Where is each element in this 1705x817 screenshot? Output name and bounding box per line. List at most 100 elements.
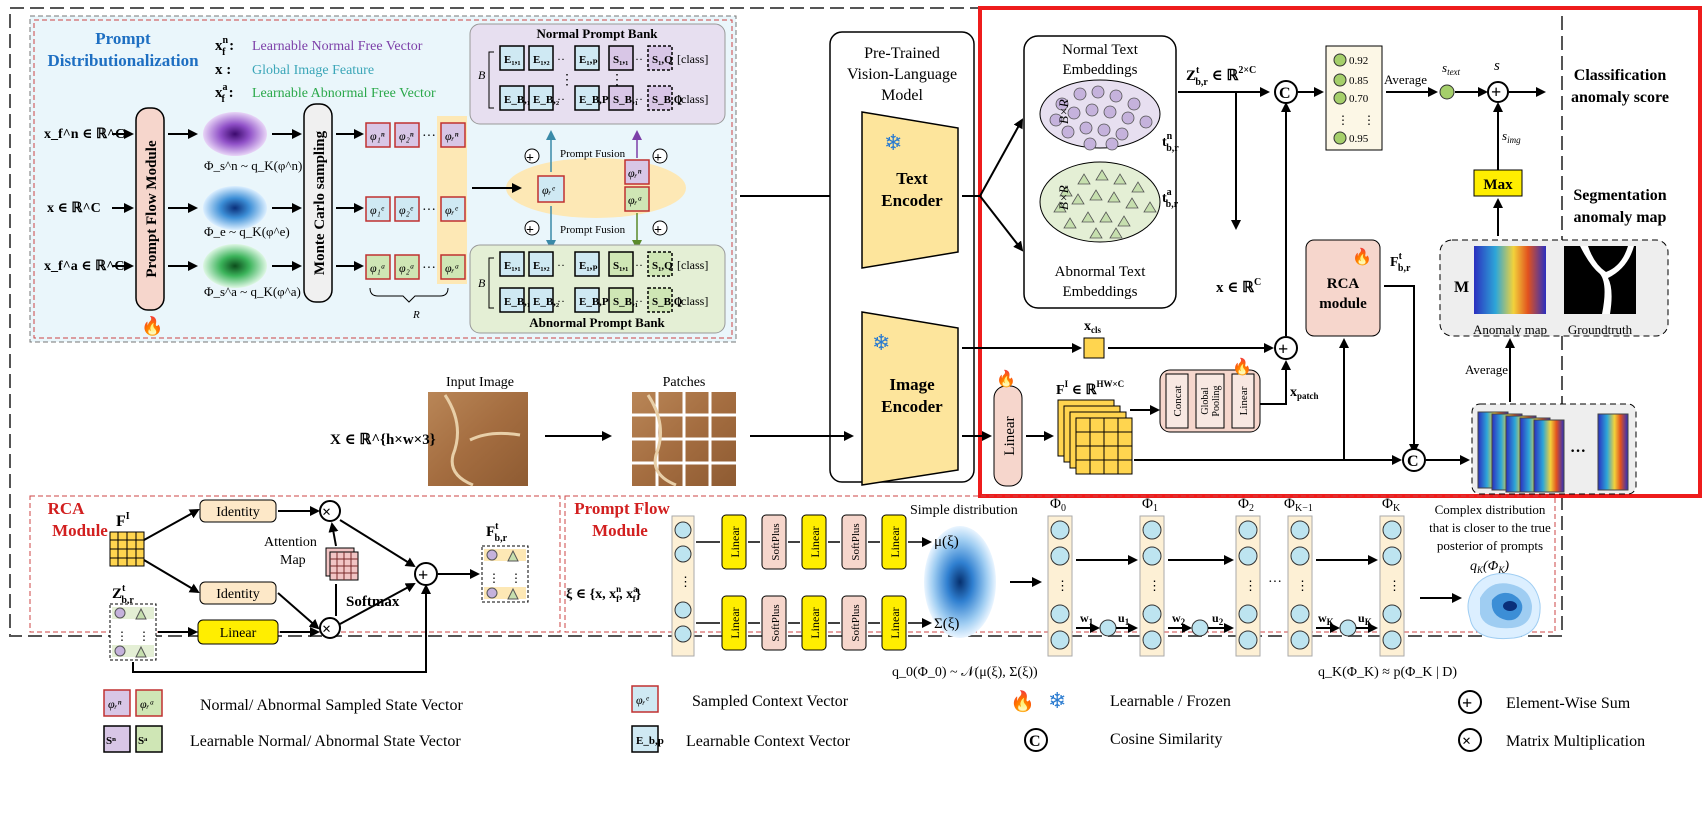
image-encoder-1: Image [889,375,935,394]
svg-text:⋮: ⋮ [1388,578,1401,593]
pfm-linear: Linear [728,526,742,557]
legend-sampled-state: Normal/ Abnormal Sampled State Vector [200,697,463,714]
svg-text:×: × [322,504,331,521]
svg-text:φ₁ᵉ: φ₁ᵉ [370,203,385,217]
svg-text:+: + [654,223,662,238]
svg-text:Sⁿ: Sⁿ [106,735,116,747]
text-embeddings-box: Normal Text Embeddings B×R B×R Abnormal … [1023,35,1177,309]
class-token: [class] [677,294,708,308]
phi-e: Φ_e ~ q_K(φ^e) [204,224,290,239]
f-i-label: FI ∈ ℝHW×C [1056,379,1124,398]
abnormal-distribution-blob [203,244,267,288]
sigma-label: Σ(ξ) [934,616,959,632]
cosine-similarity-icon [1402,448,1426,472]
w1: w1 [1080,611,1094,627]
vlm-title-1: Pre-Trained [864,45,940,62]
svg-text:S₁,Q: S₁,Q [652,260,673,272]
u2: u2 [1212,611,1224,627]
matmul-icon [319,500,341,522]
svg-text:+: + [654,151,662,166]
average-label: Average [1384,72,1427,87]
prompt-fusion-bottom: Prompt Fusion [560,224,626,236]
legend-abnormal-free: Learnable Abnormal Free Vector [252,86,436,101]
rca-fi: FI [116,511,130,530]
input-normal: x_f^n ∈ ℝ^C [44,127,125,142]
input-abnormal: x_f^a ∈ ℝ^C [44,259,125,274]
svg-text:···: ··· [1570,443,1586,460]
w2: w2 [1172,611,1186,627]
rca-module-panel: RCA Module FI Identity Identity × × Atte… [29,495,561,673]
rca-linear [197,619,279,645]
svg-text:φᵣᵃ: φᵣᵃ [628,193,642,207]
bxr-bottom: B×R [1056,185,1071,210]
input-image-label: Input Image [446,375,514,390]
linear-label: Linear [1002,416,1018,455]
legend: φᵣⁿ φᵣᵃ Normal/ Abnormal Sampled State V… [103,685,1645,753]
phi-k: ΦK [1382,496,1401,514]
qk-label: q_K(Φ_K) ≈ p(Φ_K | D) [1318,665,1457,680]
monte-carlo-label: Monte Carlo sampling [312,130,328,275]
svg-text:φ₁ᵃ: φ₁ᵃ [370,261,386,275]
flame-icon: 🔥 [996,369,1016,388]
sum-icon [1274,336,1298,360]
pfm-title-2: Module [592,521,648,540]
svg-text:E₁,₁: E₁,₁ [504,260,521,272]
simple-distribution-blob [924,526,996,638]
text-encoder-1: Text [896,169,928,188]
image-encoder-2: Encoder [881,397,943,416]
svg-text:φ₁ⁿ: φ₁ⁿ [370,129,385,143]
image-encoder-block [861,311,959,486]
s-label: s [1494,58,1500,74]
s-img: simg [1502,128,1521,145]
svg-text:+: + [526,151,534,166]
s-text: stext [1442,60,1461,77]
linear-label-2: Linear [1238,386,1250,415]
uk: uK [1358,611,1372,627]
svg-text:×: × [322,621,331,638]
global-pooling-1: Global [1200,387,1211,414]
u1: u1 [1118,611,1130,627]
legend-normal-free: Learnable Normal Free Vector [252,39,423,54]
sampled-context-vectors: φ₁ᵉ φ₂ᵉ φᵣᵉ ··· [365,196,466,222]
abnormal-bank-b: B [478,276,486,290]
svg-text:⋮: ⋮ [1363,113,1375,127]
svg-text:⋮: ⋮ [1148,578,1161,593]
svg-text:E₁,₁: E₁,₁ [504,54,521,66]
score-1: 0.85 [1349,75,1369,87]
svg-text:··: ·· [557,294,565,308]
monte-carlo-block [303,103,333,303]
svg-text:E₁,ₚ: E₁,ₚ [579,260,598,272]
score-2: 0.70 [1349,93,1369,105]
x-patch-label: xpatch [1290,385,1319,401]
pfm-linear: Linear [888,607,902,638]
identity-2-label: Identity [216,587,260,602]
abnormal-text-emb-1: Abnormal Text [1055,264,1147,280]
patches-grid [632,392,736,487]
attention-1: Attention [264,535,317,550]
x-cls-label: xcls [1084,319,1101,335]
svg-text:E_B,P: E_B,P [579,296,609,308]
phi-sa: Φ_s^a ~ q_K(φ^a) [204,284,301,299]
class-token: [class] [677,92,708,106]
bxr-top: B×R [1056,99,1071,124]
svg-text:···: ··· [422,203,436,218]
anomaly-map-box: M Anomaly map Groundtruth [1439,239,1669,337]
svg-text:φ₂ᵉ: φ₂ᵉ [399,203,414,217]
flame-icon: 🔥 [1232,357,1252,376]
svg-text:E_B,₂: E_B,₂ [533,94,560,106]
context-distribution-blob [203,186,267,230]
svg-text:⋮: ⋮ [610,73,624,88]
rca-z-vectors: ⋮⋮ [109,603,157,661]
svg-text:···: ··· [422,261,436,276]
input-global: x ∈ ℝ^C [47,201,101,216]
flame-icon: 🔥 [141,315,163,336]
wk: wK [1318,611,1334,627]
max-label: Max [1483,177,1513,193]
prompt-fusion-top: Prompt Fusion [560,148,626,160]
phi-k-1: ΦK−1 [1284,496,1313,514]
svg-text:+: + [1278,339,1288,359]
